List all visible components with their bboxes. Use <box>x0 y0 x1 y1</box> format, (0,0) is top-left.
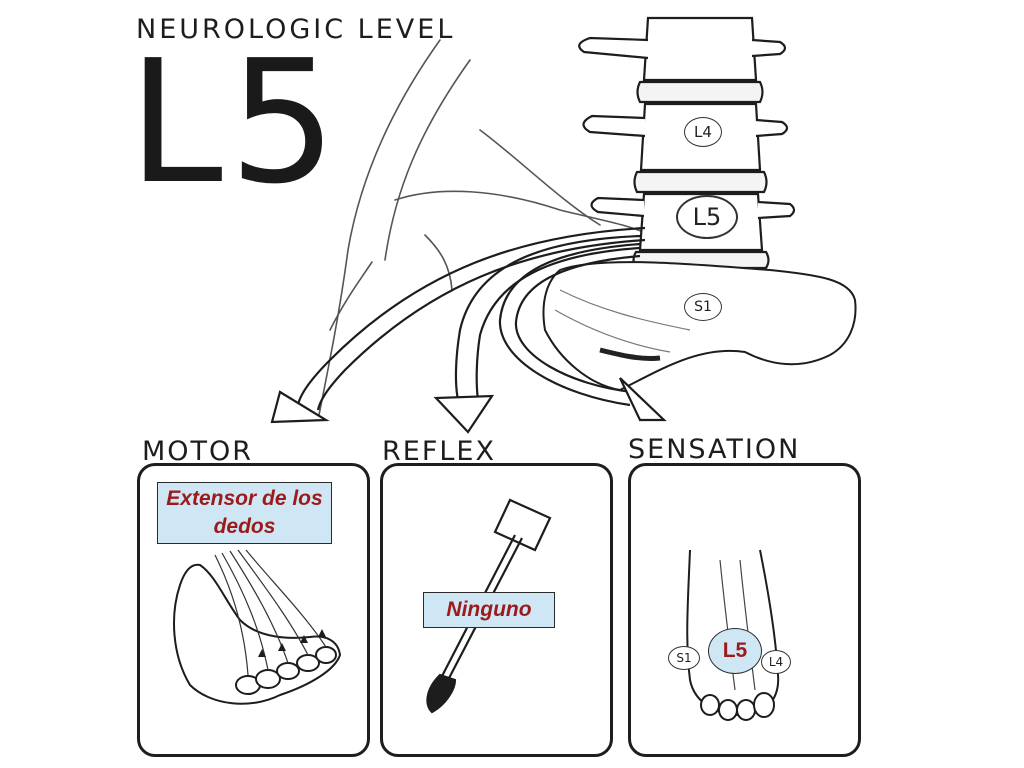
reflex-title: REFLEX <box>382 436 496 467</box>
vertebra-l4-marker: L4 <box>684 117 722 147</box>
foot-motor-illustration <box>173 549 342 705</box>
sacrum-s1-marker: S1 <box>684 293 722 321</box>
nerve-arrows <box>270 226 667 434</box>
reflex-label: Ninguno <box>423 592 555 628</box>
motor-label: Extensor de los dedos <box>157 482 332 544</box>
sacrum <box>542 261 857 392</box>
vertebra-l5-marker: L5 <box>676 195 738 239</box>
motor-title: MOTOR <box>142 436 254 467</box>
sensation-title: SENSATION <box>628 434 801 465</box>
title-level-number: L5 <box>128 24 343 222</box>
sensation-l5-badge: L5 <box>708 628 762 674</box>
dermatome-s1-marker: S1 <box>668 646 700 670</box>
dermatome-l4-marker: L4 <box>761 650 791 674</box>
title-neurologic-level: NEUROLOGIC LEVEL <box>136 14 456 45</box>
pelvis-sketch <box>317 39 651 421</box>
